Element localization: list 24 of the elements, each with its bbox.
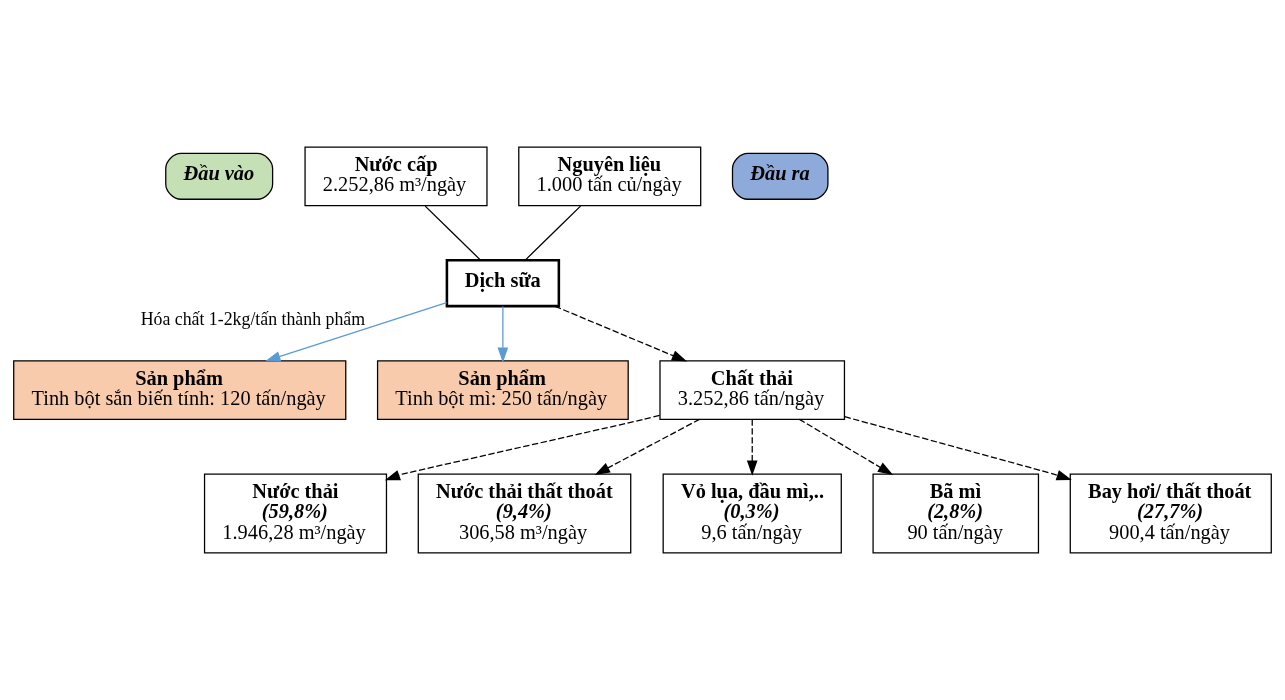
arrow (554, 305, 688, 362)
node-box: Đầu ra (731, 152, 829, 200)
arrow (798, 418, 894, 475)
node-box: Nước cấp 2.252,86 m³/ngày (304, 146, 488, 207)
arrow (594, 418, 701, 475)
node-box: Vỏ lụa, đầu mì,.. (0,3%) 9,6 tấn/ngày (662, 473, 842, 554)
arrow (265, 302, 448, 362)
arrow (844, 416, 1072, 481)
node-box: Nước thải (59,8%) 1.946,28 m³/ngày (203, 473, 388, 554)
node-box: Sản phẩm Tinh bột sắn biến tính: 120 tấn/ngày (13, 360, 347, 420)
node-box: Dịch sữa (445, 259, 561, 308)
node-box: Đầu vào (165, 152, 274, 200)
connector (524, 205, 582, 261)
arrow (746, 418, 758, 476)
arrow (497, 305, 509, 363)
edge-label: Hóa chất 1-2kg/tấn thành phẩm (140, 308, 366, 329)
node-box: Sản phẩm Tinh bột mì: 250 tấn/ngày (376, 360, 629, 420)
node-box: Chất thải 3.252,86 tấn/ngày (659, 360, 846, 420)
node-box: Nguyên liệu 1.000 tấn củ/ngày (518, 146, 702, 207)
node-box: Bã mì (2,8%) 90 tấn/ngày (872, 473, 1040, 554)
arrow (384, 414, 661, 481)
node-box: Bay hơi/ thất thoát (27,7%) 900,4 tấn/ngày (1069, 473, 1272, 554)
connector (424, 205, 482, 261)
node-box: Nước thải thất thoát (9,4%) 306,58 m³/ngày (417, 473, 632, 554)
